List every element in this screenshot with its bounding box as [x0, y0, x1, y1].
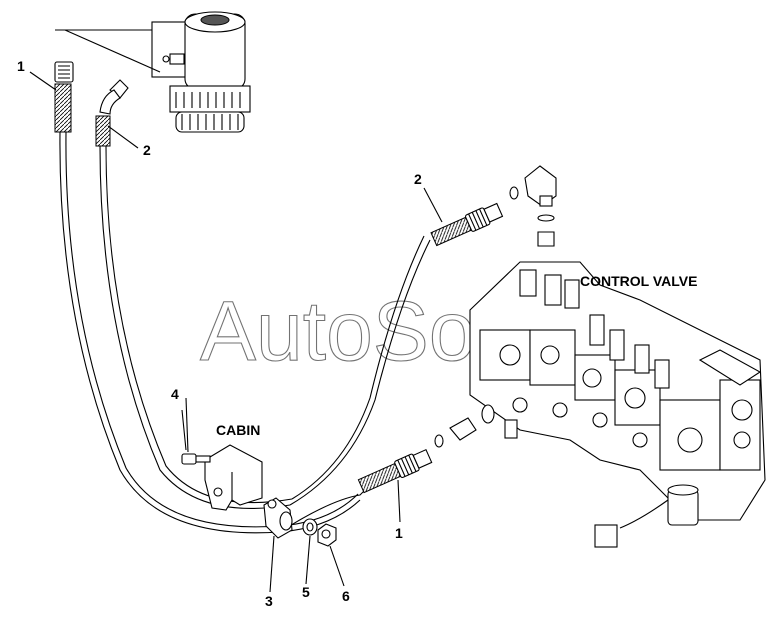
- clamp-3: [263, 497, 293, 539]
- steering-unit: [55, 11, 251, 133]
- leader-lines: [29, 71, 443, 593]
- washer-5: [302, 518, 318, 536]
- callout-6: 6: [342, 588, 350, 604]
- bolt-4: [181, 409, 211, 465]
- hose-1-upper-fitting: [54, 61, 74, 133]
- hose-1-valve-fitting: [357, 404, 495, 494]
- nut-6: [317, 523, 337, 547]
- callout-3: 3: [265, 593, 273, 609]
- callout-2-top: 2: [143, 142, 151, 158]
- cabin-bracket: [204, 444, 263, 511]
- callout-2-valve: 2: [414, 171, 422, 187]
- cabin-caption: CABIN: [216, 422, 260, 438]
- callout-1-top: 1: [17, 58, 25, 74]
- control-valve-assembly: [469, 261, 766, 548]
- control-valve-caption: CONTROL VALVE: [580, 273, 697, 289]
- callout-5: 5: [302, 584, 310, 600]
- callout-1-valve: 1: [395, 525, 403, 541]
- hose-2-valve-fitting: [430, 165, 557, 271]
- callout-4: 4: [171, 386, 179, 402]
- watermark-text: AutoSoft: [200, 284, 522, 378]
- hose-2-upper-fitting: [95, 79, 129, 147]
